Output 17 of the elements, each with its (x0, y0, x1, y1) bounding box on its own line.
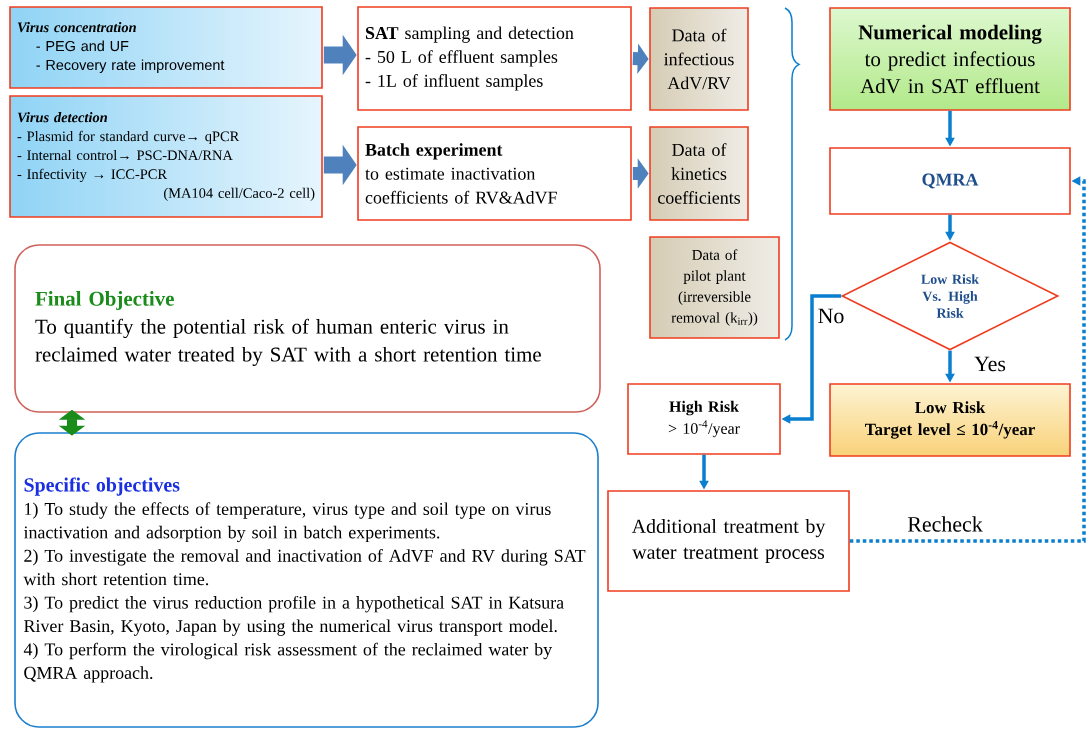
method-box: Virus concentration - PEG and UF - Recovery rate improvement (9, 6, 323, 89)
data-box: Data of infectious AdV/RV (649, 7, 749, 111)
result-box: Low Risk Target level ≤ 10$^{-4}$/year (829, 383, 1071, 457)
process-box: Batch experiment to estimate inactivation coefficients of RV&AdVF (357, 126, 632, 221)
data-box: Data of kinetics coefficients (649, 126, 749, 221)
result-box: High Risk > 10$^{-4}$/year (627, 383, 781, 455)
process-box: Additional treatment by water treatment process (607, 490, 850, 592)
edge-label: Recheck (906, 515, 984, 533)
edge-label: Yes (973, 355, 1007, 373)
model-box: Numerical modeling to predict infectious AdV in SAT effluent (829, 7, 1071, 111)
arrow (849, 176, 1086, 543)
process-box: SAT sampling and detection - 50 L of effluent samples - 1L of influent samples (357, 6, 632, 111)
process-box: QMRA (829, 147, 1071, 215)
method-box: Virus detection - Plasmid for standard curve→ qPCR - Internal control→ PSC-DNA/RNA - Infectivity → ICC-PCR (MA104 cell/Caco-2 cell) (9, 95, 323, 218)
objective-box: Final Objective To quantify the potential risk of human enteric virus in reclaimed water treated by SAT with a short retention time (14, 244, 601, 413)
data-box: Data of pilot plant (irreversible removal (k$_{irr}$)) (649, 236, 780, 339)
objective-box: Specific objectives 1) To study the effects of temperature, virus type and soil type on virus inactivation and adsorption by soil in batch experiments. 2) To investigate the removal and inactivation of AdVF and RV during SAT with short retention time. 3) To predict the virus reduction profile in a hypothetical SAT in Katsura River Basin, Kyoto, Japan by using the numerical virus transport model. 4) To perform the virological risk assessment of the reclaimed water by QMRA approach. (14, 432, 599, 728)
